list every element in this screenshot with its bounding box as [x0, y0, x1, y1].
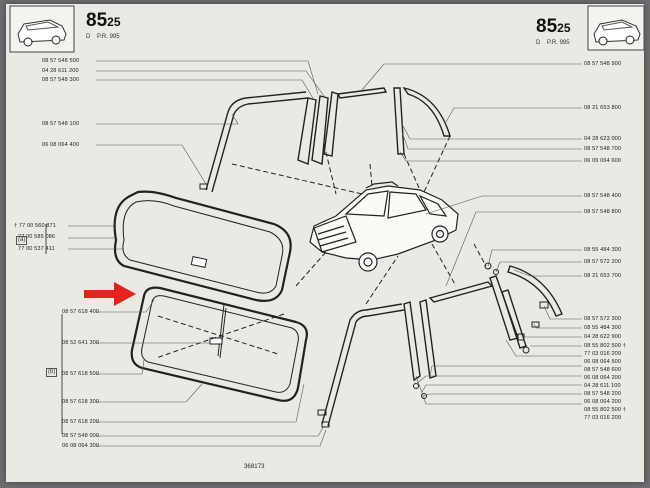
- part-number-label: 08 57 548 200: [584, 391, 622, 397]
- suffix-ref: P.R. 995: [547, 40, 570, 46]
- part-number-label: 08 52 641 300: [62, 340, 100, 346]
- part-number-label: 08 57 548 000: [62, 433, 100, 439]
- part-number-label: 08 55 802 500 †: [584, 407, 626, 413]
- variant-box: (a): [16, 236, 28, 245]
- part-number-label: 04 28 611 200: [42, 68, 79, 74]
- suffix-letter: D: [536, 40, 541, 46]
- catalog-page: 8525 D P.R. 995 8525 D P.R. 995: [6, 4, 644, 482]
- page-number-left: 8525: [86, 10, 121, 32]
- part-number-label: 77 00 537 411: [18, 246, 55, 252]
- part-number-label: 08 57 618 200: [62, 419, 100, 425]
- variant-box: (b): [46, 368, 58, 377]
- leader-lines-right: [361, 63, 582, 405]
- part-number-label: 08 55 484 300: [584, 325, 622, 331]
- part-number-label: 08 57 548 400: [584, 193, 622, 199]
- part-number-label: 06 08 064 400: [42, 142, 80, 148]
- red-arrow-icon: [84, 282, 136, 306]
- part-number-label: 08 57 548 800: [584, 209, 622, 215]
- part-number-label: 08 57 618 400: [62, 309, 100, 315]
- lower-right-trim-strips: [403, 265, 563, 382]
- part-number-label: 08 57 548 500: [42, 58, 80, 64]
- suffix-ref: P.R. 995: [97, 34, 120, 40]
- part-number-label: 06 08 064 200: [584, 399, 622, 405]
- rear-window-outer: [113, 190, 292, 302]
- lower-left-trim-strip: [321, 303, 405, 427]
- suffix-letter: D: [86, 34, 91, 40]
- part-number-label: 08 57 548 600: [584, 367, 622, 373]
- page-suffix-right: D P.R. 995: [536, 40, 570, 46]
- page-number-right: 8525: [536, 16, 571, 38]
- page-number-main: 85: [536, 16, 558, 37]
- parts-diagram: [9, 5, 644, 447]
- car-drawing: [309, 181, 459, 272]
- part-number-label: 08 55 484 300: [584, 247, 622, 253]
- part-number-label: 08 55 802 500 †: [584, 343, 626, 349]
- part-number-label: 06 08 064 200: [584, 375, 622, 381]
- part-number-label: 08 57 618 500: [62, 371, 100, 377]
- part-number-label: 08 57 548 100: [42, 121, 80, 127]
- car-thumbnail-right-icon: [587, 5, 644, 51]
- page-number-sub: 25: [107, 15, 121, 29]
- window-frame-lower: [130, 286, 308, 402]
- page-suffix-left: D P.R. 995: [86, 34, 120, 40]
- part-number-label: 08 57 548 900: [584, 61, 622, 67]
- page-number-main: 85: [86, 10, 108, 31]
- part-number-label: 77 03 016 209: [584, 351, 622, 357]
- part-number-label: † 77 00 560 871: [14, 223, 56, 229]
- part-number-label: 77 03 016 209: [584, 415, 622, 421]
- part-number-label: 77 00 585 086: [18, 234, 56, 240]
- page-number-sub: 25: [557, 21, 571, 35]
- part-number-label: 06 08 064 500: [584, 359, 622, 365]
- part-number-label: 04 28 622 900: [584, 334, 622, 340]
- part-number-label: 04 28 611 100: [584, 383, 621, 389]
- clips: [199, 183, 549, 428]
- part-number-label: 08 21 653 700: [584, 273, 622, 279]
- part-number-label: 06 09 064 600: [584, 158, 622, 164]
- part-number-label: 08 57 572 300: [584, 316, 622, 322]
- part-number-label: 08 57 548 700: [584, 146, 622, 152]
- part-number-label: 08 57 572 200: [584, 259, 622, 265]
- leader-lines-left: [68, 60, 327, 447]
- footer-reference: 368173: [244, 464, 265, 470]
- upper-trim-strips: [205, 86, 451, 193]
- part-number-label: 04 28 623 000: [584, 136, 622, 142]
- part-number-label: 06 08 064 300: [62, 443, 100, 449]
- part-number-label: 08 57 618 300: [62, 399, 100, 405]
- car-thumbnail-left-icon: [9, 5, 75, 53]
- part-number-label: 08 57 548 300: [42, 77, 80, 83]
- connection-lines: [155, 135, 487, 359]
- part-number-label: 08 21 653 800: [584, 105, 622, 111]
